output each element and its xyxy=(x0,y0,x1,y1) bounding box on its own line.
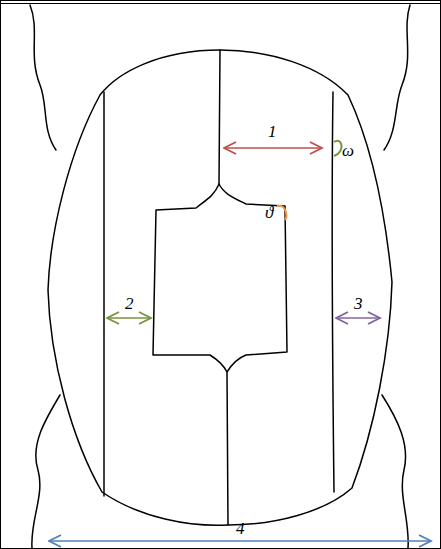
measure-number: 4 xyxy=(236,520,245,537)
measure-number: 1 xyxy=(268,123,277,140)
angle-symbol: ϑ xyxy=(265,204,273,221)
measure-number: 3 xyxy=(354,295,363,312)
angle-symbol: ω xyxy=(342,142,354,159)
measure-number: 2 xyxy=(125,295,134,312)
